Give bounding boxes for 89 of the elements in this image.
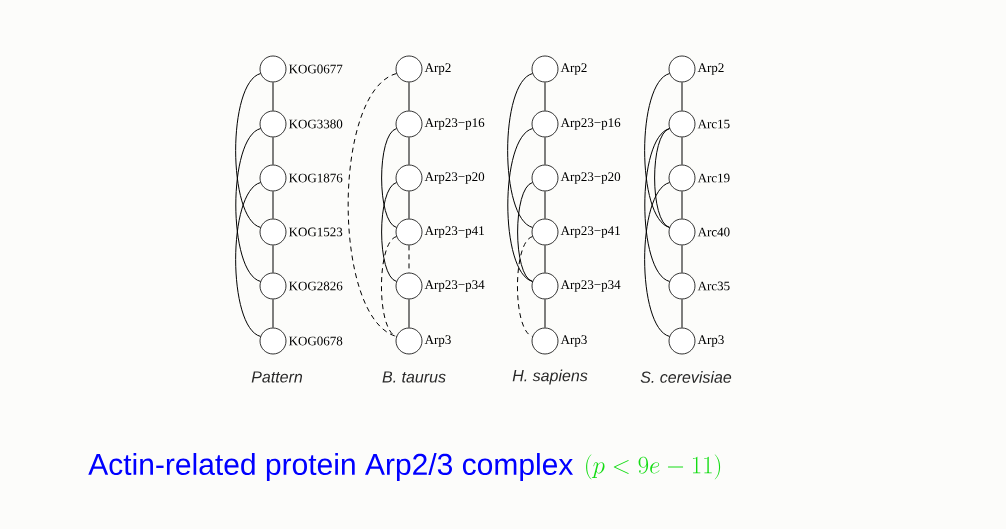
protein-node: Arc35 [668, 272, 730, 300]
protein-node: Arp3 [395, 327, 451, 355]
connector-line [272, 190, 274, 220]
protein-node: Arc40 [668, 218, 730, 246]
connector-line [681, 298, 683, 329]
connector-line [272, 81, 274, 112]
connector-line [381, 128, 397, 228]
connector-line [408, 244, 410, 274]
protein-node: Arp23−p34 [395, 272, 485, 300]
node-label: Arp23−p16 [560, 118, 621, 130]
connector-line [681, 136, 683, 166]
connector-line [380, 236, 397, 337]
connector-line [272, 136, 274, 166]
node-label: KOG1876 [288, 173, 343, 183]
protein-node: Arp2 [668, 55, 724, 83]
connector-line [681, 81, 683, 112]
protein-node: Arp2 [395, 55, 451, 83]
connector-line [272, 298, 274, 329]
connector-line [544, 81, 546, 112]
node-label: Arp23−p41 [560, 226, 620, 238]
protein-node: KOG0677 [259, 55, 343, 83]
node-label: Arp23−p20 [560, 172, 621, 184]
protein-node: KOG1876 [259, 164, 343, 192]
connector-line [408, 298, 410, 329]
connector-line [544, 190, 546, 220]
connector-line [516, 236, 533, 337]
node-label: Arc15 [697, 119, 730, 129]
protein-node: KOG2826 [259, 272, 343, 300]
node-label: Arc19 [697, 173, 730, 183]
node-label: KOG1523 [288, 227, 343, 237]
species-caption: B. taurus [382, 371, 446, 383]
connector-line [408, 136, 410, 166]
p-value: $(p < 9e - 11)$ [586, 454, 721, 480]
connector-line [408, 190, 410, 220]
node-label: Arp23−p20 [424, 172, 485, 184]
protein-node: Arp3 [531, 327, 587, 355]
connector-line [644, 182, 670, 337]
connector-line [347, 73, 397, 337]
node-label: Arp3 [424, 335, 451, 347]
connector-line [507, 128, 533, 282]
protein-node: Arp3 [668, 327, 724, 355]
node-label: Arp2 [560, 63, 587, 75]
node-label: Arp2 [697, 63, 724, 75]
node-label: Arp23−p16 [424, 118, 485, 130]
protein-node: Arp23−p16 [531, 110, 621, 138]
connector-line [235, 73, 261, 228]
connector-line [544, 244, 546, 274]
node-label: Arp23−p34 [424, 280, 485, 292]
connector-line [507, 73, 533, 228]
connector-line [681, 244, 683, 274]
protein-node: KOG0678 [259, 327, 343, 355]
connector-line [235, 182, 261, 337]
protein-node: Arp23−p20 [395, 164, 485, 192]
protein-node: Arp2 [531, 55, 587, 83]
node-label: KOG0677 [288, 64, 343, 74]
node-label: Arp23−p41 [424, 226, 484, 238]
protein-node: Arp23−p41 [395, 218, 484, 246]
title: Actin-related protein Arp2/3 complex [88, 453, 574, 481]
protein-node: KOG1523 [259, 218, 343, 246]
connector-line [544, 298, 546, 329]
node-label: KOG2826 [288, 281, 343, 291]
connector-line [681, 190, 683, 220]
connector-line [644, 128, 670, 282]
connector-line [272, 244, 274, 274]
connector-line [235, 128, 261, 282]
species-caption: Pattern [251, 371, 303, 383]
connector-line [644, 73, 670, 228]
protein-node: Arp23−p41 [531, 218, 620, 246]
node-label: KOG0678 [288, 336, 343, 346]
protein-node: Arp23−p34 [531, 272, 621, 300]
node-label: Arp3 [697, 335, 724, 347]
protein-node: KOG3380 [259, 110, 343, 138]
connector-line [517, 182, 533, 282]
connector-line [654, 128, 670, 228]
protein-node: Arp23−p20 [531, 164, 621, 192]
node-label: Arc40 [697, 227, 730, 237]
connector-line [544, 136, 546, 166]
connector-line [381, 182, 397, 282]
node-label: Arp2 [424, 63, 451, 75]
connector-line [408, 81, 410, 112]
species-caption: S. cerevisiae [640, 371, 732, 383]
protein-node: Arp23−p16 [395, 110, 485, 138]
node-label: Arc35 [697, 281, 730, 291]
species-caption: H. sapiens [512, 369, 588, 385]
node-label: Arp23−p34 [560, 280, 621, 292]
node-label: Arp3 [560, 335, 587, 347]
protein-node: Arc19 [668, 164, 730, 192]
protein-node: Arc15 [668, 110, 730, 138]
node-label: KOG3380 [288, 119, 343, 129]
